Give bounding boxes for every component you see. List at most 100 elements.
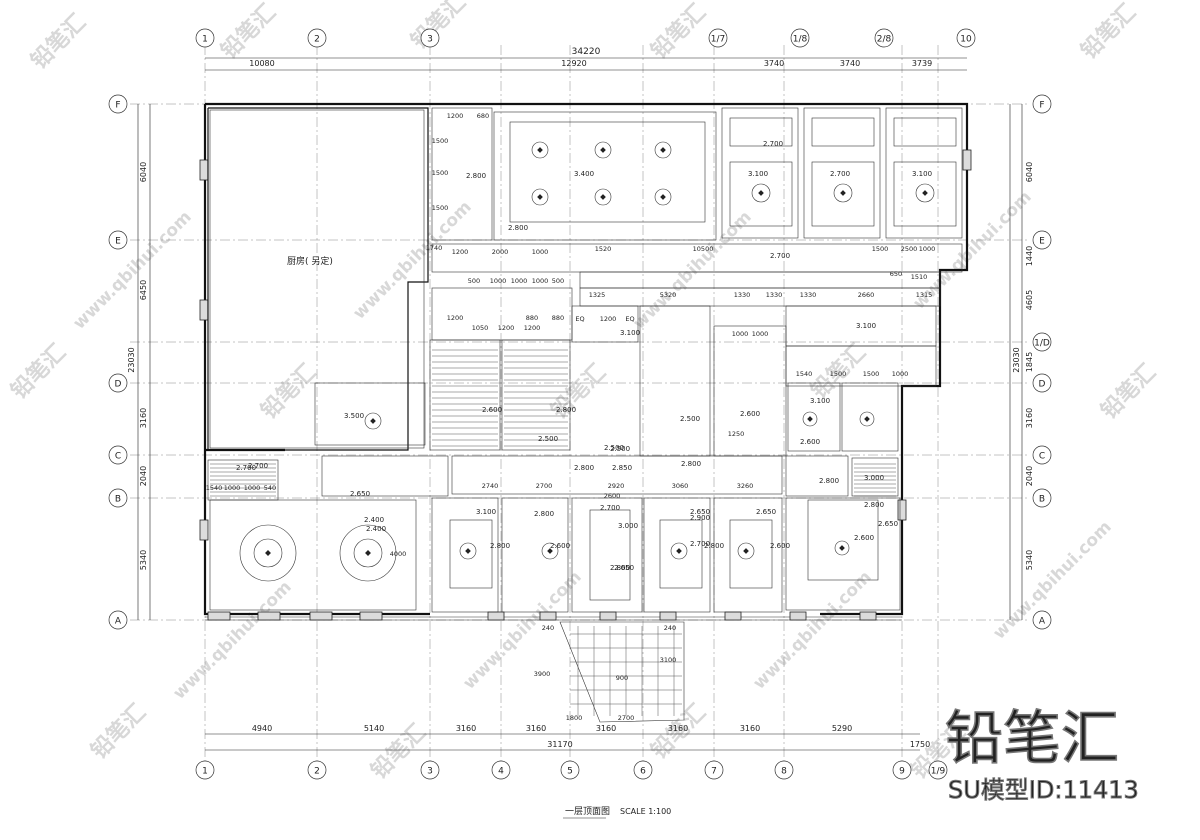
axis-bubble (195, 28, 215, 48)
axis-bubble (108, 445, 128, 465)
detail-dimension: 1330 (766, 291, 783, 299)
dimension-text: 2040 (139, 466, 148, 486)
ceiling-level: 2.600 (482, 406, 502, 414)
ceiling-level: 2.600 (550, 542, 570, 550)
watermark-url: www.qbihui.com (749, 567, 875, 693)
light-fixture (654, 188, 672, 206)
detail-dimension: 1330 (734, 291, 751, 299)
light-fixture (239, 524, 297, 582)
detail-dimension: 1000 (919, 245, 936, 253)
detail-dimension: 2660 (858, 291, 875, 299)
ceiling-level: 2.400 (366, 525, 386, 533)
room-outline (579, 287, 941, 307)
light-center-mark (839, 545, 845, 551)
dimension-text: 1750 (910, 740, 930, 749)
dimension-text: 1845 (1025, 352, 1034, 372)
axis-bubble (708, 28, 728, 48)
light-center-mark (547, 548, 553, 554)
watermark-brand: 铅笔汇 (406, 0, 471, 54)
room-outline (659, 519, 703, 589)
ceiling-level: 2.700 (830, 170, 850, 178)
axis-bubble (633, 760, 653, 780)
ceiling-level: 3.400 (574, 170, 594, 178)
room-outline (729, 519, 773, 589)
light-center-mark (537, 147, 543, 153)
dimension-text: 5340 (139, 550, 148, 570)
axis-bubble (928, 760, 948, 780)
dimension-text: 3160 (668, 724, 688, 733)
light-fixture (915, 183, 935, 203)
detail-dimension: 540 (264, 484, 276, 492)
axis-bubble (1032, 373, 1052, 393)
room-outline (785, 497, 901, 611)
ceiling-level: 2.600 (800, 438, 820, 446)
watermark-url: www.qbihui.com (69, 207, 195, 333)
axis-label: 3 (427, 767, 433, 777)
detail-dimension: 2600 (604, 492, 621, 500)
axis-bubble (1032, 488, 1052, 508)
axis-label: A (115, 617, 122, 627)
axis-bubble (420, 760, 440, 780)
axis-bubble (1032, 230, 1052, 250)
light-fixture (833, 183, 853, 203)
ceiling-level: 2.800 (610, 564, 630, 572)
axis-label: 2/8 (877, 35, 892, 45)
detail-dimension: 2500 (901, 245, 918, 253)
light-center-mark (676, 548, 682, 554)
room-outline (729, 117, 793, 147)
detail-dimension: 2700 (618, 714, 635, 722)
axis-bubble (774, 760, 794, 780)
kitchen-label: 厨房( 另定) (287, 255, 333, 267)
light-center-mark (840, 190, 846, 196)
light-center-mark (370, 418, 376, 424)
detail-dimension: 1315 (916, 291, 933, 299)
light-fixture (737, 542, 755, 560)
light-fixture (859, 411, 875, 427)
axis-bubble (108, 94, 128, 114)
detail-dimension: 1000 (244, 484, 261, 492)
detail-dimension: 3260 (737, 482, 754, 490)
watermark-brand: 铅笔汇 (26, 9, 91, 74)
detail-dimension: 1510 (911, 273, 928, 281)
room-outline (803, 107, 881, 239)
detail-dimension: EQ (575, 315, 584, 323)
light-fixture (253, 538, 283, 568)
watermark-brand: 铅笔汇 (546, 359, 611, 424)
detail-dimension: 3900 (534, 670, 551, 678)
room-outline (713, 497, 783, 613)
light-center-mark (922, 190, 928, 196)
watermark-brand: 铅笔汇 (646, 0, 711, 64)
kitchen-room (207, 107, 429, 451)
ceiling-level: 2.700 (690, 540, 710, 548)
axis-label: E (1039, 237, 1045, 247)
axis-label: 10 (960, 35, 972, 45)
room-outline (787, 382, 841, 452)
ceiling-level: 2.800 (819, 477, 839, 485)
detail-dimension: 240 (542, 624, 554, 632)
room-outline (811, 161, 875, 227)
light-center-mark (758, 190, 764, 196)
ceiling-level: 3.000 (864, 474, 884, 482)
detail-dimension: 880 (552, 314, 564, 322)
axis-bubble (195, 760, 215, 780)
ceiling-level: 2.600 (770, 542, 790, 550)
axis-label: 5 (567, 767, 573, 777)
axis-label: 1/7 (711, 35, 725, 45)
ceiling-level: 2.500 (538, 435, 558, 443)
ceiling-level: 2.500 (680, 415, 700, 423)
axis-bubble (956, 28, 976, 48)
axis-bubble (108, 488, 128, 508)
room-outline (451, 455, 783, 495)
room-outline (501, 497, 569, 613)
dimension-text: 3160 (740, 724, 760, 733)
axis-bubble (874, 28, 894, 48)
ceiling-level: 2.800 (466, 172, 486, 180)
ceiling-level: 2.800 (534, 510, 554, 518)
detail-dimension: 1500 (432, 169, 449, 177)
ceiling-level: 3.100 (748, 170, 768, 178)
room-outline (841, 382, 899, 452)
room-outline (589, 509, 631, 601)
watermark-brand: 铅笔汇 (1076, 0, 1141, 64)
